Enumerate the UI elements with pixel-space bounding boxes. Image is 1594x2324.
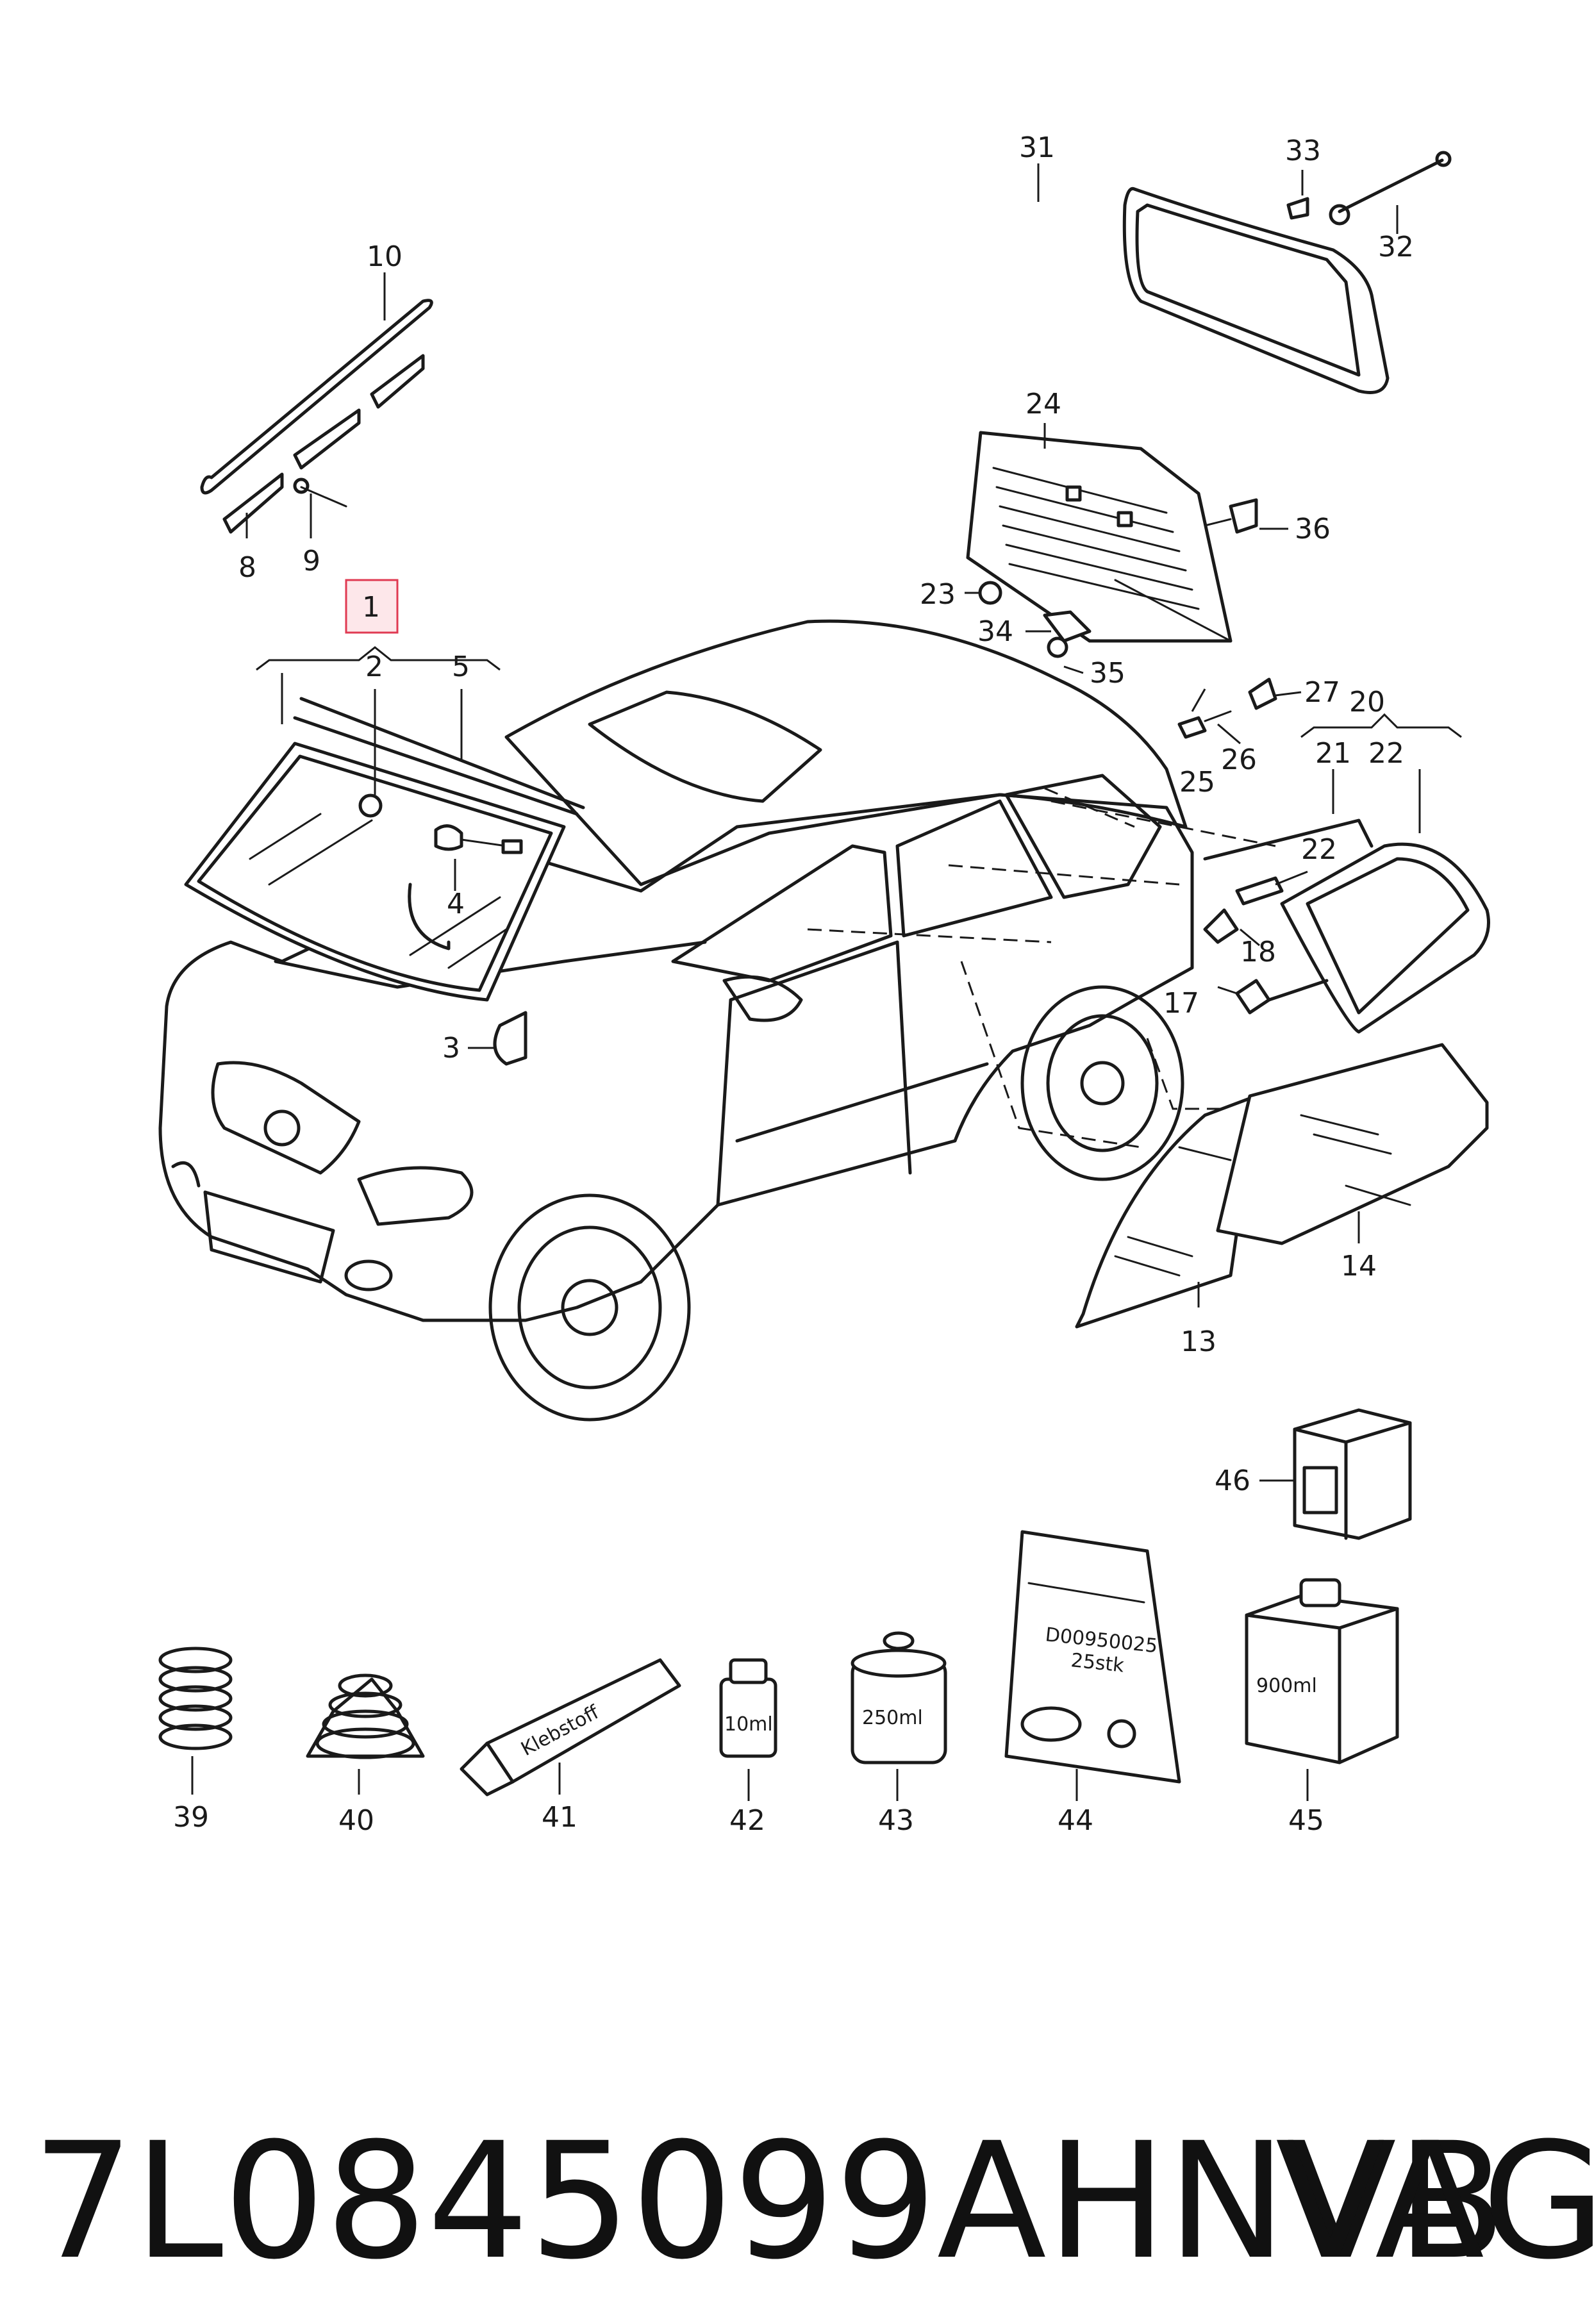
callout-31[interactable]: 31 [1019,131,1055,164]
callout-numbers: 1 2 3 4 5 8 9 10 13 14 17 18 20 21 22 22… [173,131,1414,1837]
callout-2[interactable]: 2 [365,651,383,683]
callout-9[interactable]: 9 [303,545,320,577]
callout-32[interactable]: 32 [1378,231,1414,263]
windshield-assembly[interactable] [184,697,585,1066]
callout-1[interactable]: 1 [362,591,380,624]
cleaning-cloth-box[interactable] [1293,1408,1412,1540]
callout-23[interactable]: 23 [920,578,956,611]
bag-label-line2: 25stk [1070,1649,1125,1677]
callout-26[interactable]: 26 [1221,743,1257,776]
callout-1-highlight [345,579,399,634]
tailgate-glass-assembly[interactable] [1122,151,1452,394]
fastener-bag[interactable]: D00950025 25stk [1004,1530,1181,1784]
part-number: 7L0845099AHNVB [32,2108,1507,2295]
callout-18[interactable]: 18 [1240,936,1276,968]
callout-10[interactable]: 10 [367,240,403,273]
cleaner-bottle[interactable]: 900ml [1245,1578,1399,1764]
can-label: 250ml [862,1707,923,1729]
callout-45[interactable]: 45 [1288,1804,1324,1837]
callout-46[interactable]: 46 [1215,1465,1250,1497]
spacer-coil[interactable] [158,1647,233,1750]
primer-can[interactable]: 250ml [851,1631,947,1764]
callout-13[interactable]: 13 [1181,1325,1216,1358]
callout-21[interactable]: 21 [1315,737,1351,770]
callout-24[interactable]: 24 [1025,388,1061,420]
door-glass-assembly[interactable] [1075,1043,1489,1329]
callout-5[interactable]: 5 [452,651,470,683]
callout-41[interactable]: 41 [542,1801,577,1834]
manufacturer: VAG [1275,2108,1594,2295]
callout-17[interactable]: 17 [1163,987,1199,1020]
callout-33[interactable]: 33 [1285,135,1321,167]
callout-44[interactable]: 44 [1058,1804,1093,1837]
callout-3[interactable]: 3 [442,1032,460,1065]
callout-40[interactable]: 40 [338,1804,374,1837]
small-bottle[interactable]: 10ml [719,1658,777,1758]
callout-36[interactable]: 36 [1295,513,1331,545]
callout-43[interactable]: 43 [878,1804,914,1837]
callout-20[interactable]: 20 [1349,686,1385,718]
callout-8[interactable]: 8 [238,551,256,584]
small-bottle-label: 10ml [724,1713,773,1736]
callout-42[interactable]: 42 [729,1804,765,1837]
callout-27[interactable]: 27 [1304,676,1340,709]
spacer-cone[interactable] [306,1673,425,1759]
rear-window-assembly[interactable] [966,431,1258,658]
callout-14[interactable]: 14 [1341,1250,1377,1282]
leader-lines [191,163,1462,1801]
callout-4[interactable]: 4 [447,888,465,920]
callout-22-side[interactable]: 22 [1301,833,1337,866]
callout-22-top[interactable]: 22 [1368,737,1404,770]
callout-39[interactable]: 39 [173,1801,209,1834]
side-window-assembly[interactable] [1177,677,1490,1034]
callout-25[interactable]: 25 [1179,766,1215,799]
big-bottle-label: 900ml [1256,1675,1317,1697]
adhesive-tube[interactable]: Klebstoff [460,1658,681,1797]
callout-34[interactable]: 34 [977,615,1013,648]
roof-trim-assembly[interactable] [200,299,433,534]
callout-35[interactable]: 35 [1090,657,1125,690]
